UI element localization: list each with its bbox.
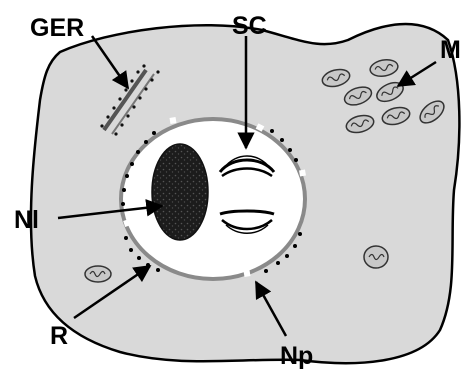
nucleolus-blob (152, 144, 208, 240)
label-ger: GER (30, 14, 84, 42)
label-sc: SC (232, 12, 267, 40)
mitochondrion-icon (364, 246, 388, 268)
nucleus (121, 119, 305, 279)
label-m: M (440, 36, 461, 64)
label-nl: Nl (14, 206, 39, 234)
label-r: R (50, 322, 68, 350)
label-np: Np (280, 342, 313, 370)
mitochondrion-icon (85, 266, 111, 282)
